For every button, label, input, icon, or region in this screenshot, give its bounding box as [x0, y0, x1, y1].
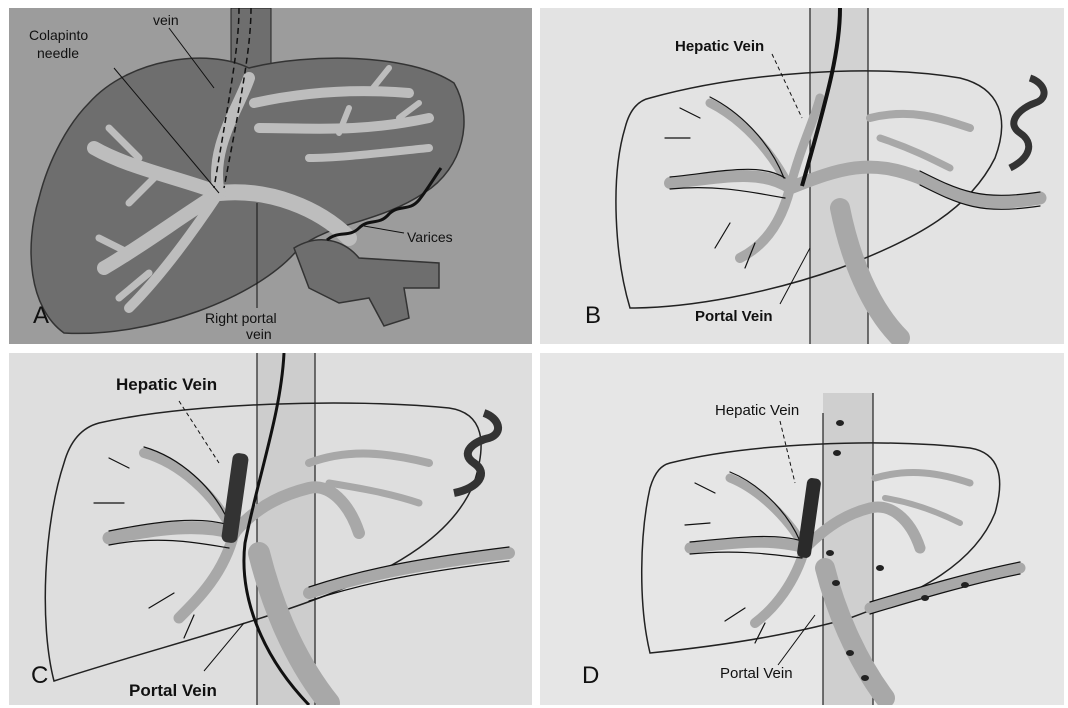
panel-b: Hepatic Vein Portal Vein B: [540, 8, 1064, 344]
label-hepatic-vein-d: Hepatic Vein: [715, 402, 799, 419]
label-portal-vein-d: Portal Vein: [720, 665, 793, 682]
label-varices: Varices: [407, 229, 453, 245]
label-needle: needle: [37, 45, 79, 61]
panel-b-drawing: Hepatic Vein Portal Vein B: [540, 8, 1064, 344]
portal-leader-line: [778, 615, 815, 665]
panel-letter-d: D: [582, 662, 599, 689]
label-portal-vein-a: vein: [246, 326, 272, 342]
varices-leader-line: [364, 226, 404, 233]
panel-letter-b: B: [585, 302, 601, 329]
panel-d-drawing: Hepatic Vein Portal Vein D: [540, 353, 1064, 705]
panel-letter-c: C: [31, 662, 48, 689]
label-hepatic-vein-b: Hepatic Vein: [675, 38, 764, 55]
panel-c-drawing: Hepatic Vein Portal Vein C: [9, 353, 532, 705]
hepatic-leader-line: [780, 421, 795, 483]
label-portal-vein-c: Portal Vein: [129, 681, 217, 700]
panel-c: Hepatic Vein Portal Vein C: [9, 353, 532, 705]
portal-trunk-shape: [294, 240, 439, 326]
stent-shape: [797, 477, 822, 558]
label-hepatic-vein-c: Hepatic Vein: [116, 375, 217, 394]
label-right-portal: Right portal: [205, 310, 277, 326]
varices-coil: [1010, 78, 1044, 168]
label-colapinto: Colapinto: [29, 27, 88, 43]
panel-letter-a: A: [33, 302, 49, 329]
portal-leader-line: [780, 248, 810, 304]
stent-shape: [221, 452, 249, 543]
label-vein: vein: [153, 12, 179, 28]
panel-a-drawing: vein Colapinto needle Varices Right port…: [9, 8, 532, 344]
hepatic-leader-line: [772, 54, 802, 118]
label-portal-vein-b: Portal Vein: [695, 308, 773, 325]
panel-a: vein Colapinto needle Varices Right port…: [9, 8, 532, 344]
panel-d: Hepatic Vein Portal Vein D: [540, 353, 1064, 705]
